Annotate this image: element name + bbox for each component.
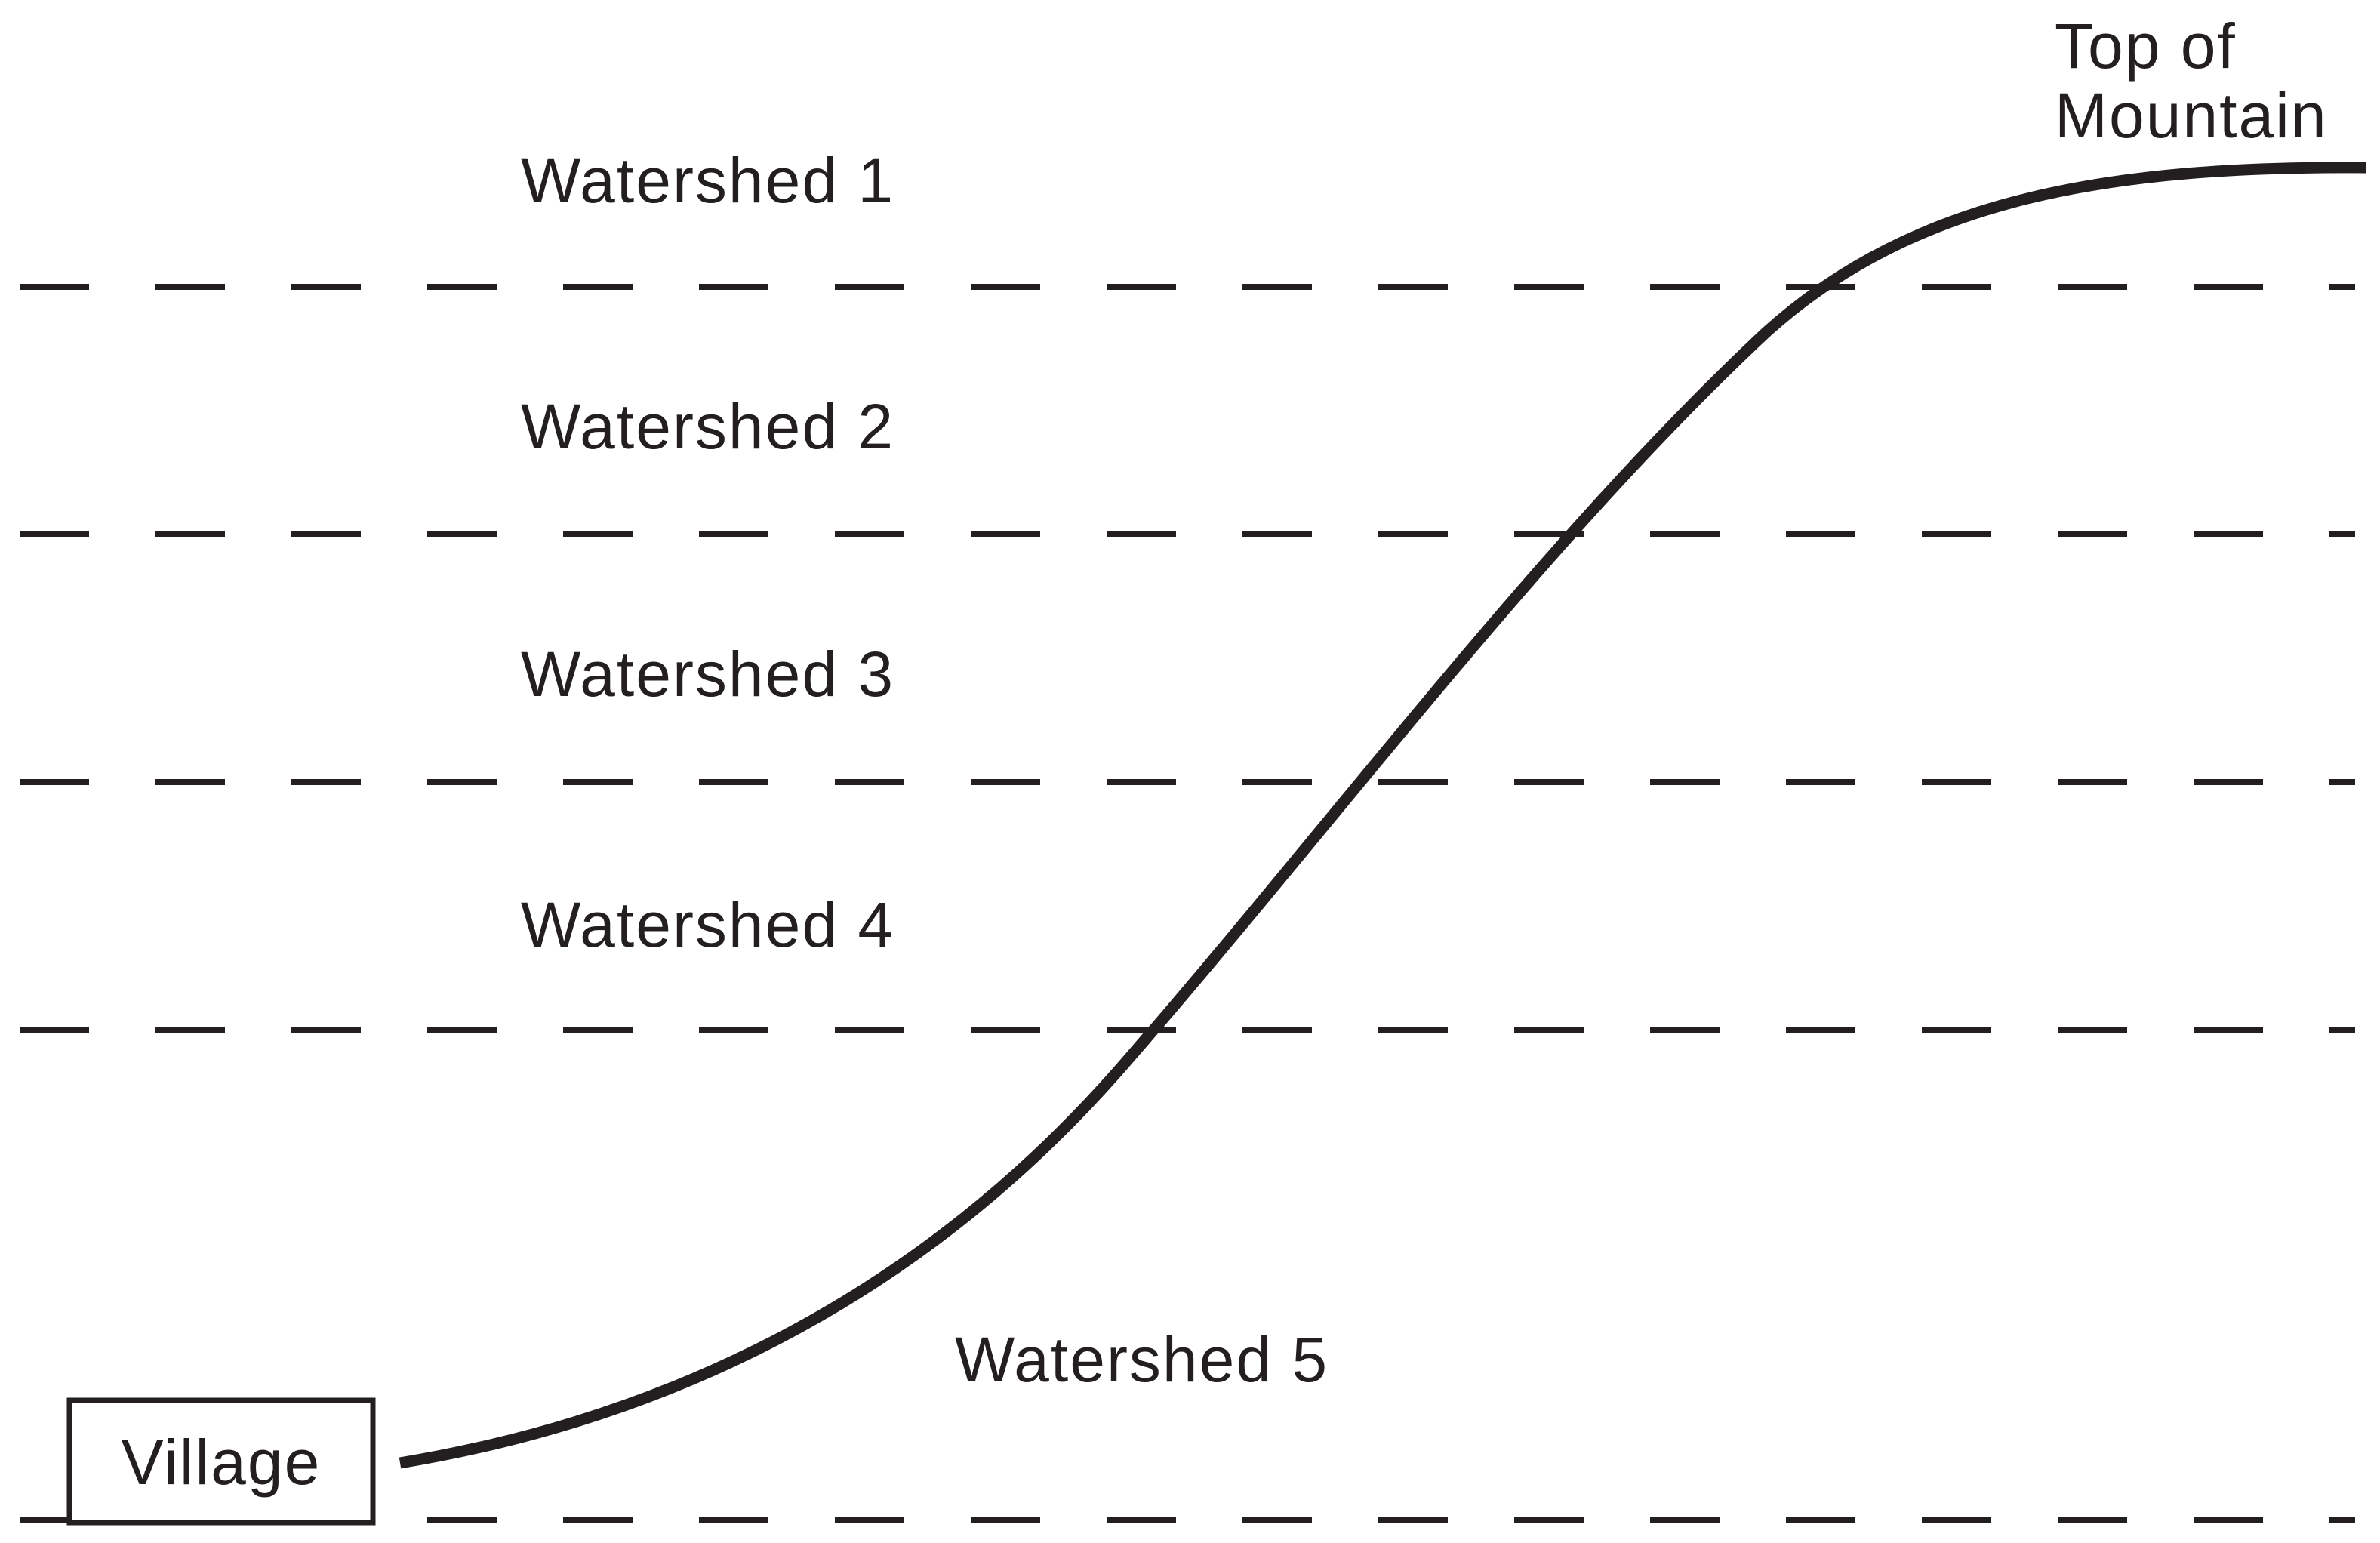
mountain-slope-curve: [399, 162, 2367, 1469]
watershed-1-label: Watershed 1: [521, 145, 894, 216]
watershed-3-label: Watershed 3: [521, 639, 894, 710]
top-of-mountain-label-line1: Top of: [2055, 11, 2237, 82]
watershed-5-label: Watershed 5: [955, 1324, 1329, 1395]
village-box: [66, 1397, 376, 1526]
watershed-4-label: Watershed 4: [521, 889, 894, 960]
top-of-mountain-label-line2: Mountain: [2055, 80, 2328, 151]
watershed-2-label: Watershed 2: [521, 391, 894, 462]
village-label: Village: [122, 1427, 322, 1498]
